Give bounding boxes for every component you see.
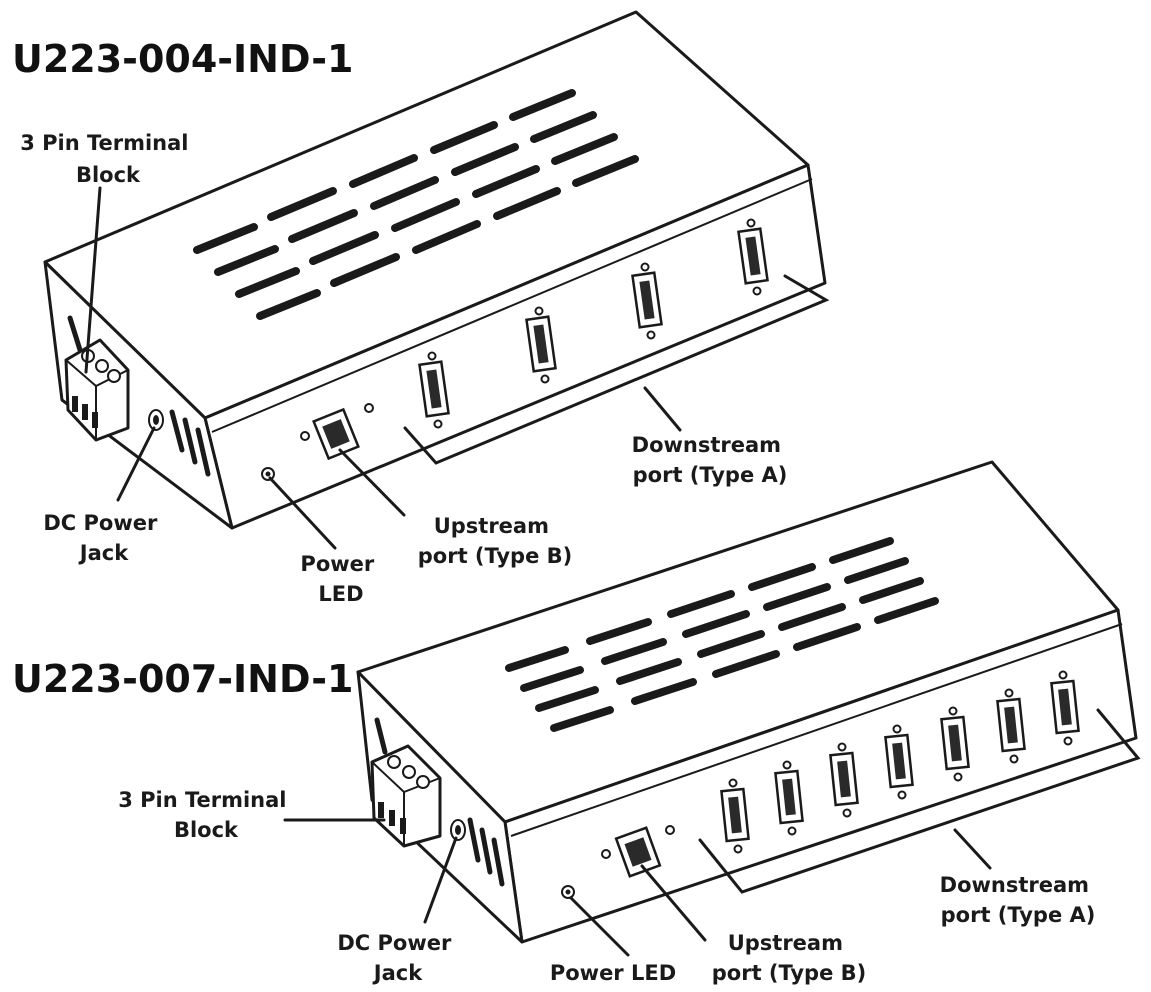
leader-7port-dc-jack bbox=[423, 836, 458, 924]
label-7port-downstream: Downstream port (Type A) bbox=[940, 873, 1097, 927]
downstream-port bbox=[737, 218, 769, 296]
leader-7port-upstream bbox=[640, 864, 707, 942]
hub-4port-side-face bbox=[43, 260, 234, 530]
downstream-port bbox=[996, 688, 1026, 764]
hub-4port-downstream-ports bbox=[418, 218, 769, 429]
downstream-port bbox=[525, 306, 557, 384]
hub-4port-front-edge-fold bbox=[211, 178, 813, 433]
downstream-port bbox=[940, 706, 970, 782]
label-4port-dc-jack: DC Power Jack bbox=[43, 511, 164, 565]
label-7port-dc-jack: DC Power Jack bbox=[337, 931, 458, 985]
leader-4port-power-led bbox=[268, 476, 337, 550]
label-4port-downstream: Downstream port (Type A) bbox=[632, 433, 789, 487]
leader-4port-dc-jack bbox=[116, 426, 156, 502]
label-4port-terminal-block: 3 Pin Terminal Block bbox=[20, 131, 196, 187]
hub-7port: U223-007-IND-1 bbox=[12, 460, 1141, 985]
leader-7port-downstream bbox=[953, 828, 992, 870]
hub-7port-dc-power-jack bbox=[450, 819, 466, 841]
hub-4port: U223-004-IND-1 bbox=[12, 10, 830, 606]
hub-7port-side-vents bbox=[374, 717, 505, 887]
hub-7port-downstream-ports bbox=[720, 670, 1080, 854]
leader-4port-terminal-block bbox=[84, 186, 102, 374]
label-7port-terminal-block: 3 Pin Terminal Block bbox=[118, 788, 294, 842]
downstream-port bbox=[829, 742, 859, 818]
label-4port-upstream: Upstream port (Type B) bbox=[418, 514, 572, 568]
downstream-port bbox=[774, 760, 804, 836]
downstream-port bbox=[1050, 670, 1080, 746]
label-7port-power-led: Power LED bbox=[550, 961, 676, 985]
hub-7port-vent-slots bbox=[505, 537, 939, 732]
hub-4port-side-vents bbox=[67, 315, 211, 477]
model-title-4port: U223-004-IND-1 bbox=[12, 37, 353, 81]
bracket-7port-downstream bbox=[698, 708, 1141, 894]
hub-7port-front-edge-fold bbox=[510, 623, 1123, 837]
label-7port-upstream: Upstream port (Type B) bbox=[712, 931, 866, 985]
hub-4port-vent-slots bbox=[193, 89, 639, 320]
leader-4port-downstream bbox=[643, 386, 682, 432]
hub-7port-power-led bbox=[561, 885, 575, 899]
downstream-port bbox=[418, 351, 450, 429]
leader-7port-power-led bbox=[569, 896, 630, 957]
downstream-port bbox=[720, 778, 750, 854]
hub-7port-upstream-port bbox=[601, 825, 675, 878]
label-4port-power-led: Power LED bbox=[300, 552, 381, 606]
hub-4port-terminal-block bbox=[64, 338, 130, 442]
bracket-4port-downstream bbox=[403, 274, 830, 465]
model-title-7port: U223-007-IND-1 bbox=[12, 657, 353, 701]
downstream-port bbox=[884, 724, 914, 800]
hub-7port-terminal-block bbox=[370, 744, 442, 848]
leader-4port-upstream bbox=[338, 448, 406, 517]
downstream-port bbox=[631, 262, 663, 340]
hub-4port-dc-power-jack bbox=[148, 409, 164, 431]
